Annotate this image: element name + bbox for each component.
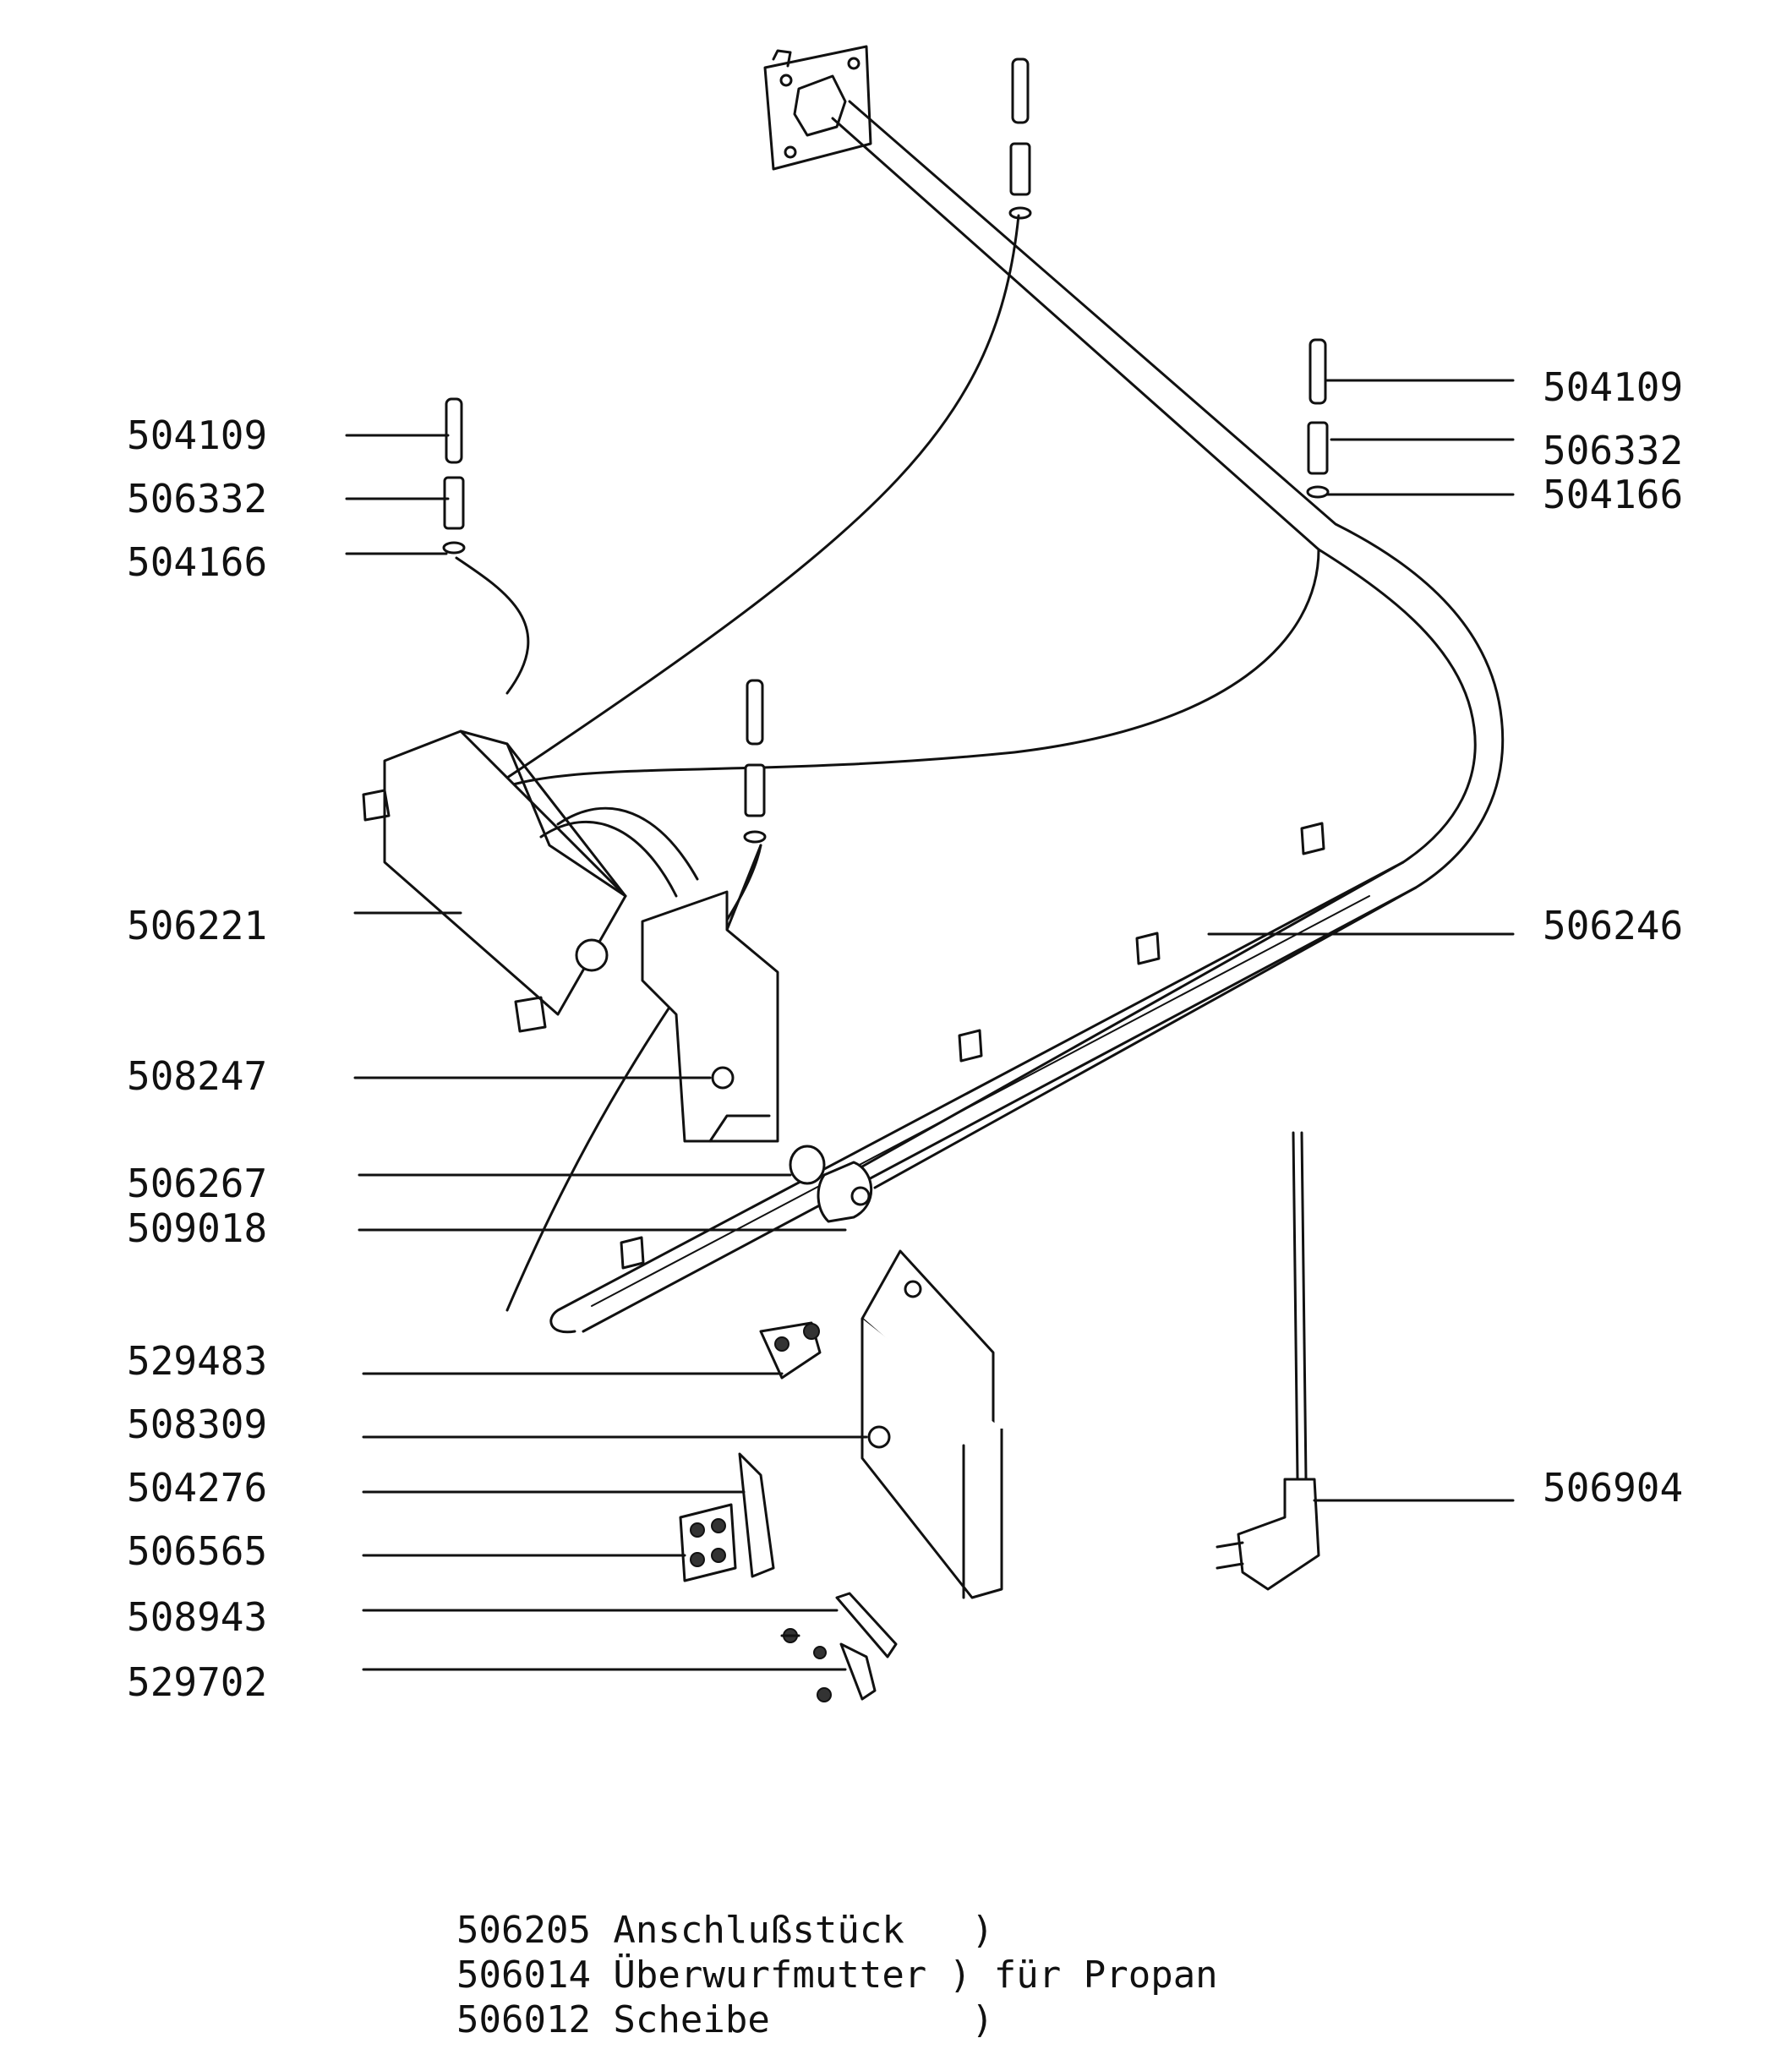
footnote-line-1: 506205 Anschlußstück ) xyxy=(456,1909,994,1952)
power-cord-plug xyxy=(1216,1131,1320,1591)
switch-assembly xyxy=(679,1452,775,1582)
label-left-529702: 529702 xyxy=(127,1659,268,1705)
ignition-box xyxy=(362,729,699,1033)
label-right-506246: 506246 xyxy=(1543,903,1684,948)
push-button-part xyxy=(759,1321,822,1380)
footnote-line-3: 506012 Scheibe ) xyxy=(456,1998,994,2041)
label-left-508943: 508943 xyxy=(127,1594,268,1640)
label-left-529483: 529483 xyxy=(127,1338,268,1384)
shield-plate xyxy=(860,1249,1003,1599)
label-right-504109: 504109 xyxy=(1543,364,1684,410)
mounting-bracket xyxy=(641,890,779,1143)
burner-tube xyxy=(549,822,1418,1334)
label-left-509018: 509018 xyxy=(127,1205,268,1251)
label-left-506267: 506267 xyxy=(127,1161,268,1206)
gas-tube xyxy=(831,100,1505,1189)
label-left-506565: 506565 xyxy=(127,1528,268,1574)
inlet-flange xyxy=(763,45,872,171)
leader-lines-left xyxy=(345,434,868,1671)
electrode-pins xyxy=(442,57,1330,844)
fitting-nut xyxy=(789,1145,873,1223)
thermocouple-leads xyxy=(455,214,1320,1312)
label-right-504166: 504166 xyxy=(1543,472,1684,517)
label-left-508309: 508309 xyxy=(127,1402,268,1447)
label-left-504166: 504166 xyxy=(127,539,268,585)
label-left-506332: 506332 xyxy=(127,476,268,522)
label-right-506904: 506904 xyxy=(1543,1465,1684,1511)
footnote-line-2: 506014 Überwurfmutter ) für Propan xyxy=(456,1954,1218,1997)
leader-lines-right xyxy=(1207,379,1515,1502)
label-right-506332: 506332 xyxy=(1543,428,1684,473)
label-left-504109: 504109 xyxy=(127,413,268,458)
label-left-504276: 504276 xyxy=(127,1465,268,1511)
label-left-506221: 506221 xyxy=(127,903,268,948)
clip-and-screws xyxy=(780,1592,898,1702)
label-left-508247: 508247 xyxy=(127,1053,268,1099)
